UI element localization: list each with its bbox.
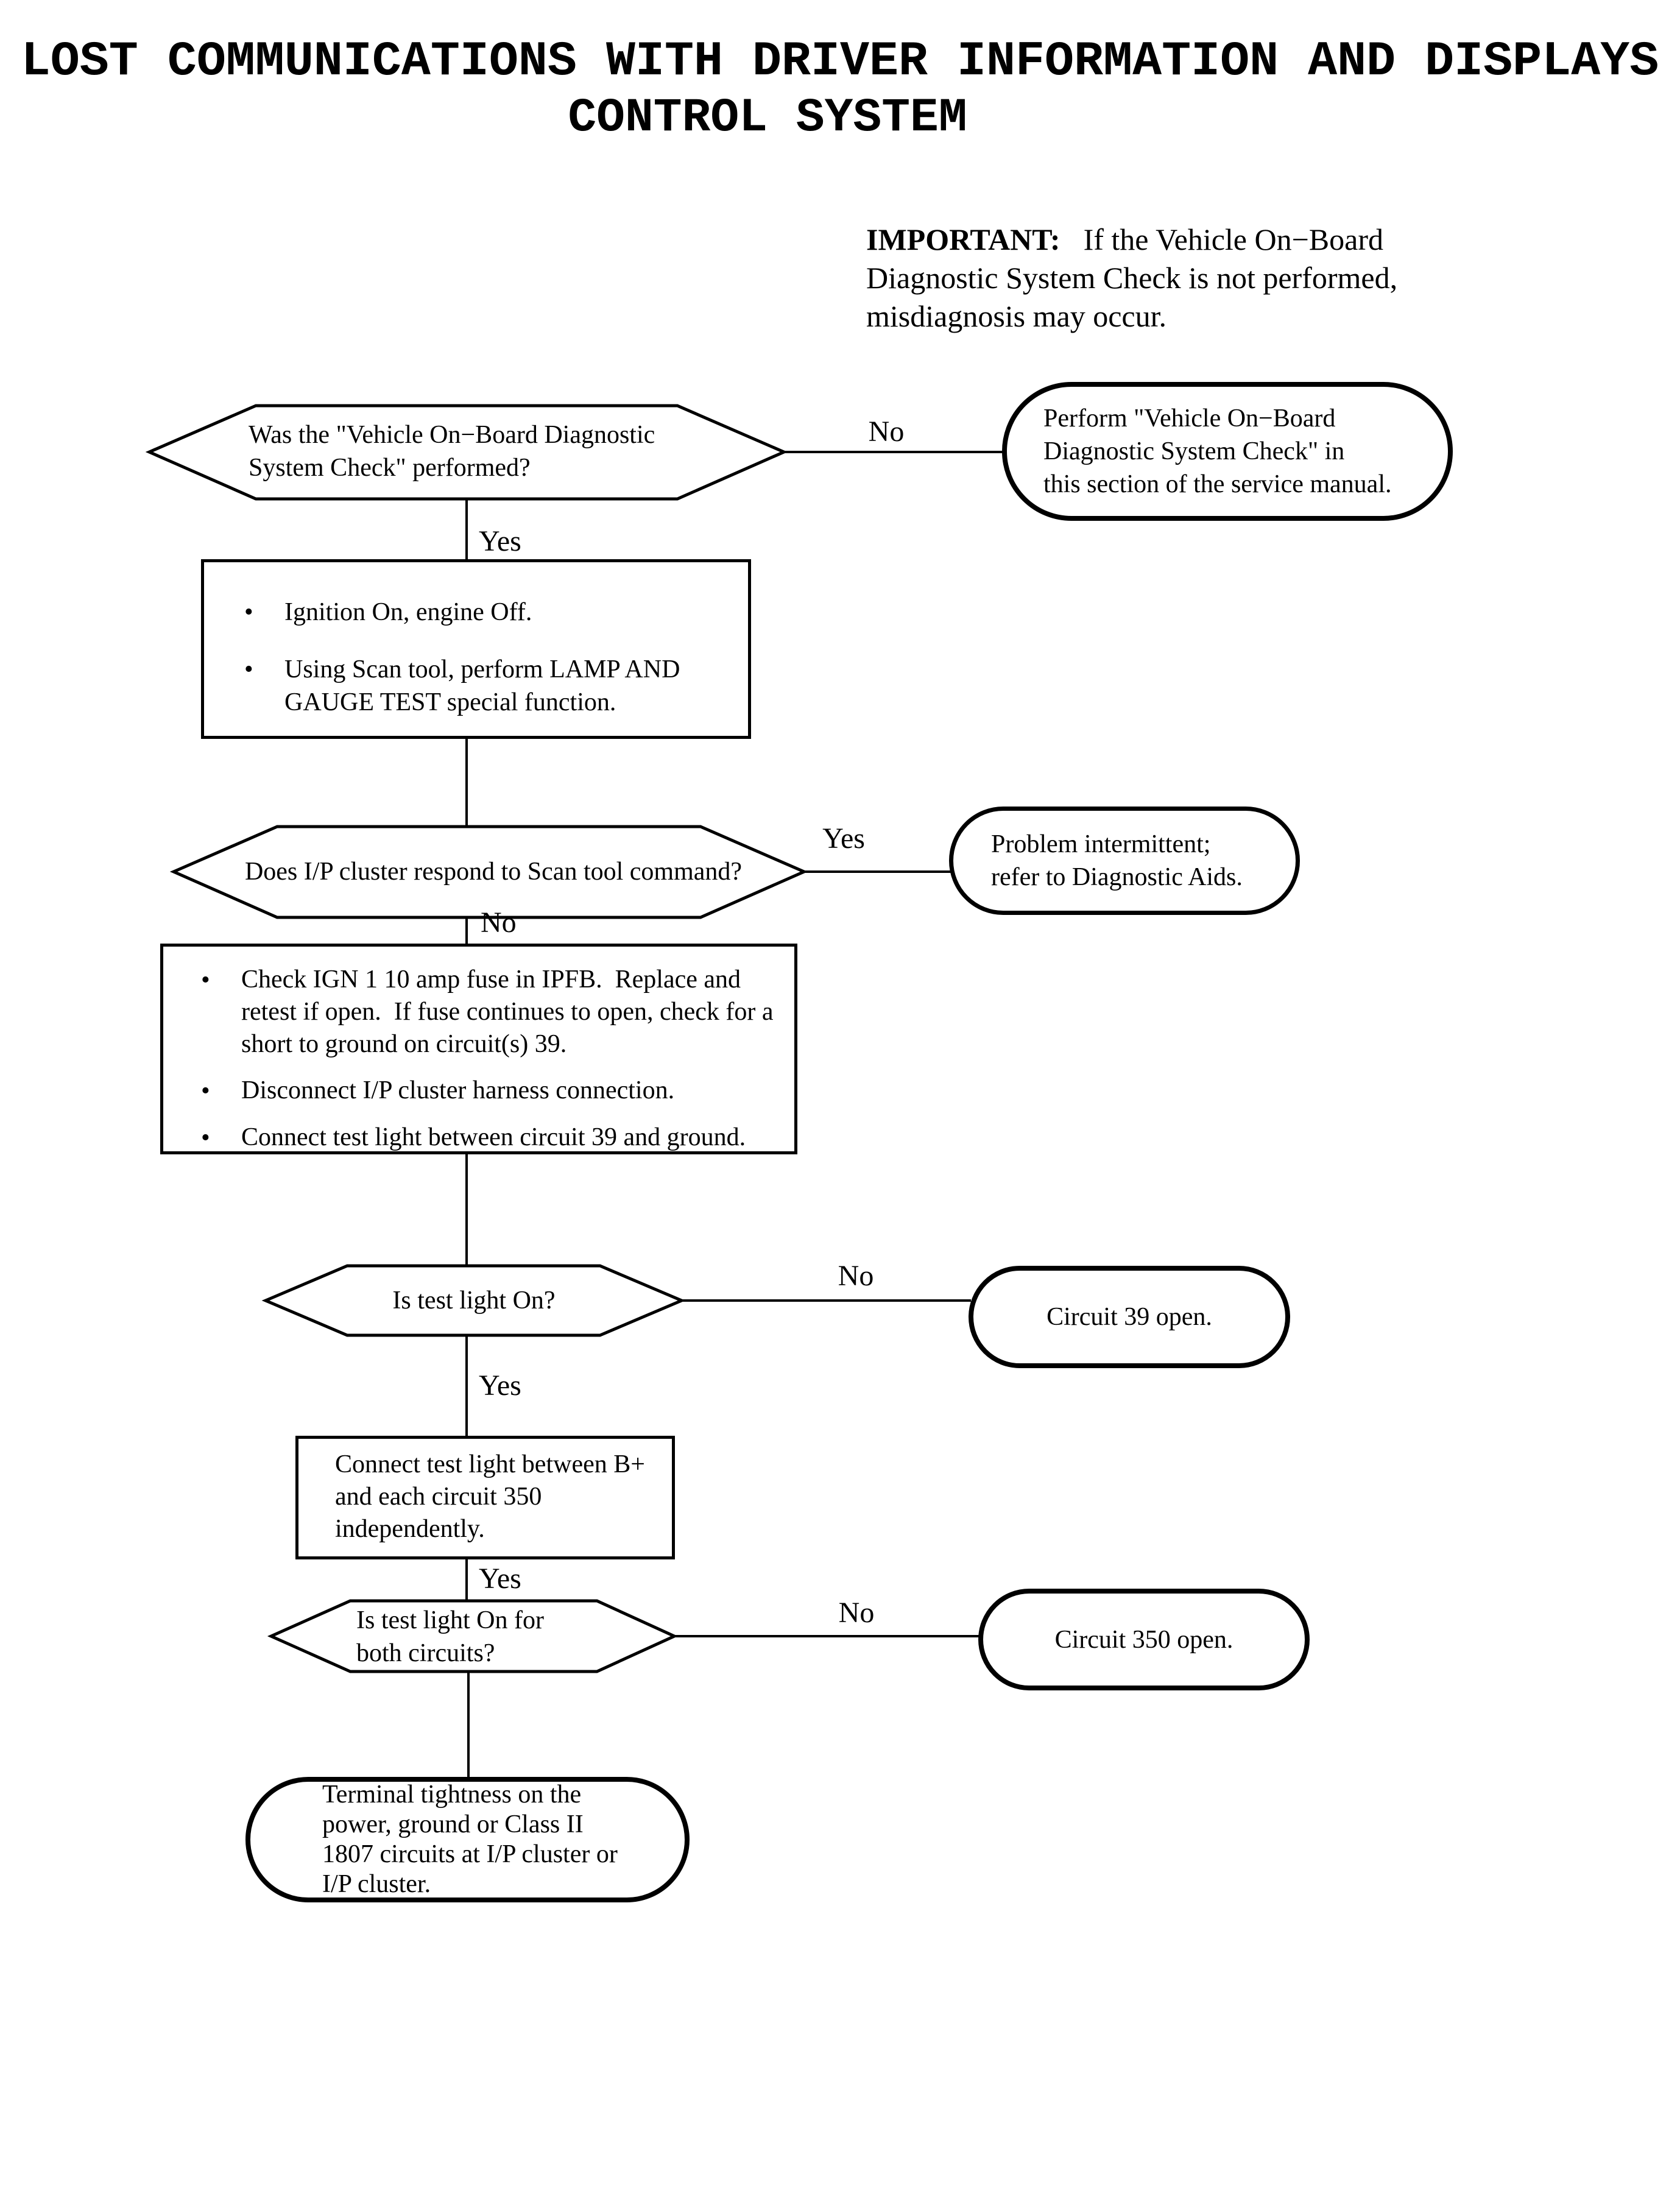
bullet-icon: • bbox=[201, 966, 210, 994]
bullet-icon: • bbox=[201, 1124, 210, 1152]
edge-label-step3-yes: Yes bbox=[479, 1562, 521, 1595]
important-note-line1: IMPORTANT: If the Vehicle On−Board bbox=[866, 221, 1475, 259]
decision-q4-text: Is test light On for both circuits? bbox=[356, 1606, 544, 1667]
decision-hexagon-q1 bbox=[145, 404, 788, 501]
decision-q3-text: Is test light On? bbox=[392, 1287, 556, 1315]
decision-hexagon-q3 bbox=[261, 1264, 686, 1337]
process-box-ignition-scan-tool: • Ignition On, engine Off. • Using Scan … bbox=[201, 559, 751, 739]
action-box-terminal-tightness-text: Terminal tightness on the power, ground … bbox=[322, 1781, 618, 1898]
bullet-text: Using Scan tool, perform LAMP AND GAUGE … bbox=[284, 655, 680, 716]
action-box-terminal-tightness: Terminal tightness on the power, ground … bbox=[245, 1777, 690, 1902]
action-box-perform-diagnostic-check-text: Perform "Vehicle On−Board Diagnostic Sys… bbox=[1043, 404, 1392, 498]
action-box-circuit-350-open-text: Circuit 350 open. bbox=[1054, 1625, 1234, 1654]
important-text-line2: Diagnostic System Check is not performed… bbox=[866, 261, 1398, 295]
page-title-line2: CONTROL SYSTEM bbox=[568, 91, 967, 145]
page-title-line1: LOST COMMUNICATIONS WITH DRIVER INFORMAT… bbox=[21, 34, 1659, 90]
bullet-item: • Disconnect I/P cluster harness connect… bbox=[201, 1075, 780, 1107]
bullet-item: • Ignition On, engine Off. bbox=[244, 596, 730, 629]
bullet-icon: • bbox=[201, 1077, 210, 1105]
decision-hexagon-q4 bbox=[267, 1599, 679, 1673]
important-text-line3: misdiagnosis may occur. bbox=[866, 299, 1166, 333]
bullet-text: Disconnect I/P cluster harness connectio… bbox=[241, 1076, 675, 1104]
edge-label-q3-no: No bbox=[838, 1260, 874, 1292]
bullet-text: Ignition On, engine Off. bbox=[284, 598, 532, 626]
bullet-item: • Connect test light between circuit 39 … bbox=[201, 1121, 780, 1154]
process-box-connect-test-light-text: Connect test light between B+ and each c… bbox=[335, 1450, 645, 1543]
edge-label-q4-no: No bbox=[838, 1597, 875, 1629]
bullet-text: Connect test light between circuit 39 an… bbox=[241, 1123, 746, 1151]
process-box-check-fuse: • Check IGN 1 10 amp fuse in IPFB. Repla… bbox=[160, 944, 797, 1154]
important-note: IMPORTANT: If the Vehicle On−Board Diagno… bbox=[866, 221, 1475, 336]
bullet-icon: • bbox=[244, 598, 253, 626]
action-box-circuit-350-open: Circuit 350 open. bbox=[978, 1589, 1310, 1690]
important-label: IMPORTANT: bbox=[866, 222, 1061, 256]
decision-q2-text: Does I/P cluster respond to Scan tool co… bbox=[244, 858, 743, 886]
decision-q1-text: Was the "Vehicle On−Board Diagnostic Sys… bbox=[249, 421, 655, 482]
decision-hexagon-q2 bbox=[169, 825, 808, 919]
action-box-perform-diagnostic-check: Perform "Vehicle On−Board Diagnostic Sys… bbox=[1002, 382, 1453, 521]
edge-label-q1-yes: Yes bbox=[479, 525, 521, 557]
important-text-line1: If the Vehicle On−Board bbox=[1083, 222, 1384, 256]
edge-label-q2-yes: Yes bbox=[822, 822, 865, 855]
bullet-item: • Using Scan tool, perform LAMP AND GAUG… bbox=[244, 653, 730, 719]
edge-label-q1-no: No bbox=[868, 415, 905, 448]
action-box-problem-intermittent-text: Problem intermittent; refer to Diagnosti… bbox=[991, 830, 1243, 891]
edge-label-q3-yes: Yes bbox=[479, 1369, 521, 1402]
bullet-text: Check IGN 1 10 amp fuse in IPFB. Replace… bbox=[241, 966, 774, 1058]
bullet-icon: • bbox=[244, 655, 253, 683]
action-box-circuit-39-open-text: Circuit 39 open. bbox=[1046, 1303, 1212, 1331]
edge-label-q2-no: No bbox=[481, 906, 517, 939]
process-box-connect-test-light: Connect test light between B+ and each c… bbox=[295, 1436, 675, 1559]
action-box-circuit-39-open: Circuit 39 open. bbox=[969, 1266, 1290, 1368]
action-box-problem-intermittent: Problem intermittent; refer to Diagnosti… bbox=[949, 807, 1300, 915]
bullet-item: • Check IGN 1 10 amp fuse in IPFB. Repla… bbox=[201, 964, 780, 1061]
